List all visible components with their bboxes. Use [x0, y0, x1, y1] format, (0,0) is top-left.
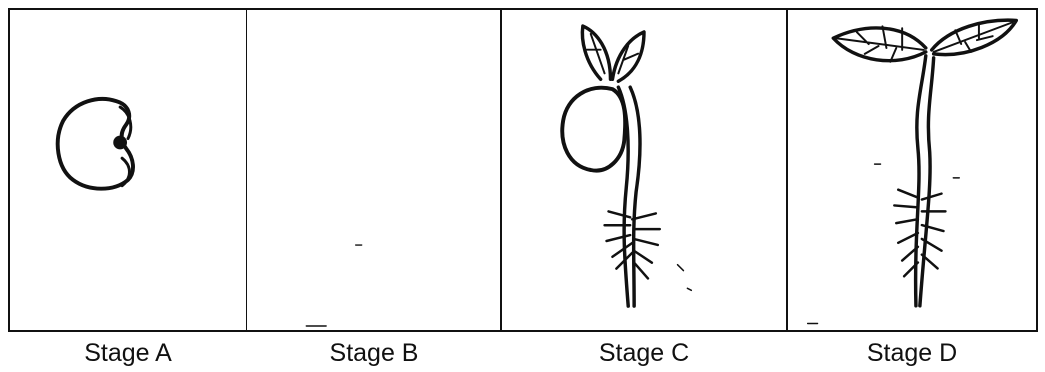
bean-seed-drawing — [55, 97, 135, 191]
stage-d-caption: Stage D — [866, 339, 958, 367]
stage-b-empty-area — [305, 244, 363, 327]
germinating-seedling-drawing — [560, 24, 693, 308]
stage-c-panel — [500, 8, 788, 332]
stage-a-caption: Stage A — [84, 339, 172, 367]
stage-d-panel — [786, 8, 1038, 332]
stage-b-panel — [246, 8, 502, 332]
stage-b-caption: Stage B — [329, 339, 419, 367]
young-plant-drawing — [806, 18, 1019, 325]
stage-a-panel — [8, 8, 248, 332]
stage-c-caption: Stage C — [598, 339, 690, 367]
